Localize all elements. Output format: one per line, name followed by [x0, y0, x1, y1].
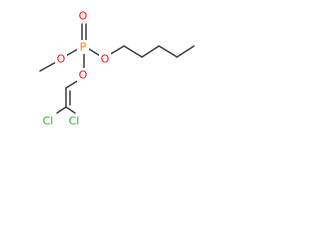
bond-vinyloxy-ch — [65, 79, 80, 89]
pentoxy-oxygen-label: O — [101, 53, 110, 66]
bond-pentoxy-c1 — [108, 45, 125, 56]
bonds — [39, 23, 195, 114]
chlorine-right-label: Cl — [69, 115, 80, 128]
phosphorus-label: P — [80, 41, 87, 54]
vinyloxy-oxygen-label: O — [79, 69, 88, 82]
bond-ccl-left — [56, 106, 67, 114]
oxo-oxygen-label: O — [79, 10, 88, 23]
bond-c3-c4 — [158, 45, 178, 58]
bond-c1-c2 — [123, 45, 143, 58]
chlorine-left-label: Cl — [43, 115, 54, 128]
bond-ccl-right — [65, 106, 76, 114]
methoxy-oxygen-label: O — [57, 53, 66, 66]
bond-c2-c3 — [141, 45, 160, 58]
chemical-structure-diagram: O O P O O Cl Cl — [39, 9, 195, 128]
bond-c4-c5 — [176, 45, 195, 58]
atom-labels: O O P O O Cl Cl — [40, 9, 111, 128]
